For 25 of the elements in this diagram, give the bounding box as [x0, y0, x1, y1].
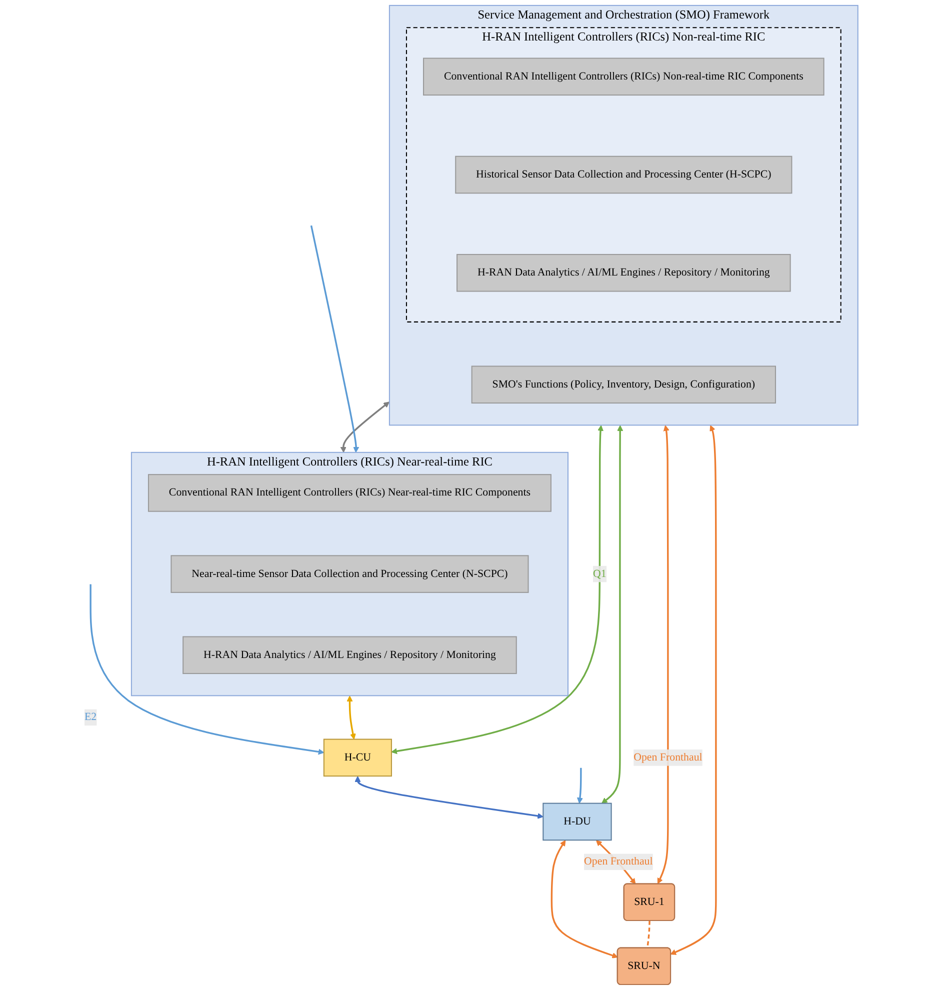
node-box: H-CU — [323, 738, 392, 777]
node-box: Conventional RAN Intelligent Controllers (RICs) Non-real-time RIC Components — [423, 58, 824, 96]
edge-label: Q1 — [593, 568, 606, 580]
node-box: Near-real-time Sensor Data Collection and Processing Center (N-SCPC) — [170, 555, 529, 593]
arrow — [340, 402, 390, 453]
connector — [646, 920, 650, 948]
edge-label: Open Fronthaul — [584, 856, 653, 868]
arrow — [391, 425, 604, 754]
edge-label: Open Fronthaul — [634, 752, 702, 764]
arrow — [550, 840, 618, 958]
node-box: Historical Sensor Data Collection and Processing Center (H-SCPC) — [455, 156, 792, 194]
node-box: SMO's Functions (Policy, Inventory, Design, Configuration) — [471, 366, 776, 404]
arrow — [346, 696, 356, 740]
arrow — [577, 768, 583, 804]
node-box: H-DU — [542, 802, 612, 841]
arrow — [657, 425, 670, 884]
arrow — [354, 776, 544, 819]
node-box: H-RAN Data Analytics / AI/ML Engines / Repository / Monitoring — [182, 636, 517, 674]
edge-label: E2 — [84, 711, 97, 723]
arrow — [602, 425, 624, 804]
arrow — [310, 225, 360, 453]
arrow — [670, 425, 717, 955]
node-box: Conventional RAN Intelligent Controllers (RICs) Near-real-time RIC Components — [148, 474, 552, 512]
node-box: H-RAN Data Analytics / AI/ML Engines / Repository / Monitoring — [456, 254, 791, 292]
arrow — [90, 584, 324, 755]
